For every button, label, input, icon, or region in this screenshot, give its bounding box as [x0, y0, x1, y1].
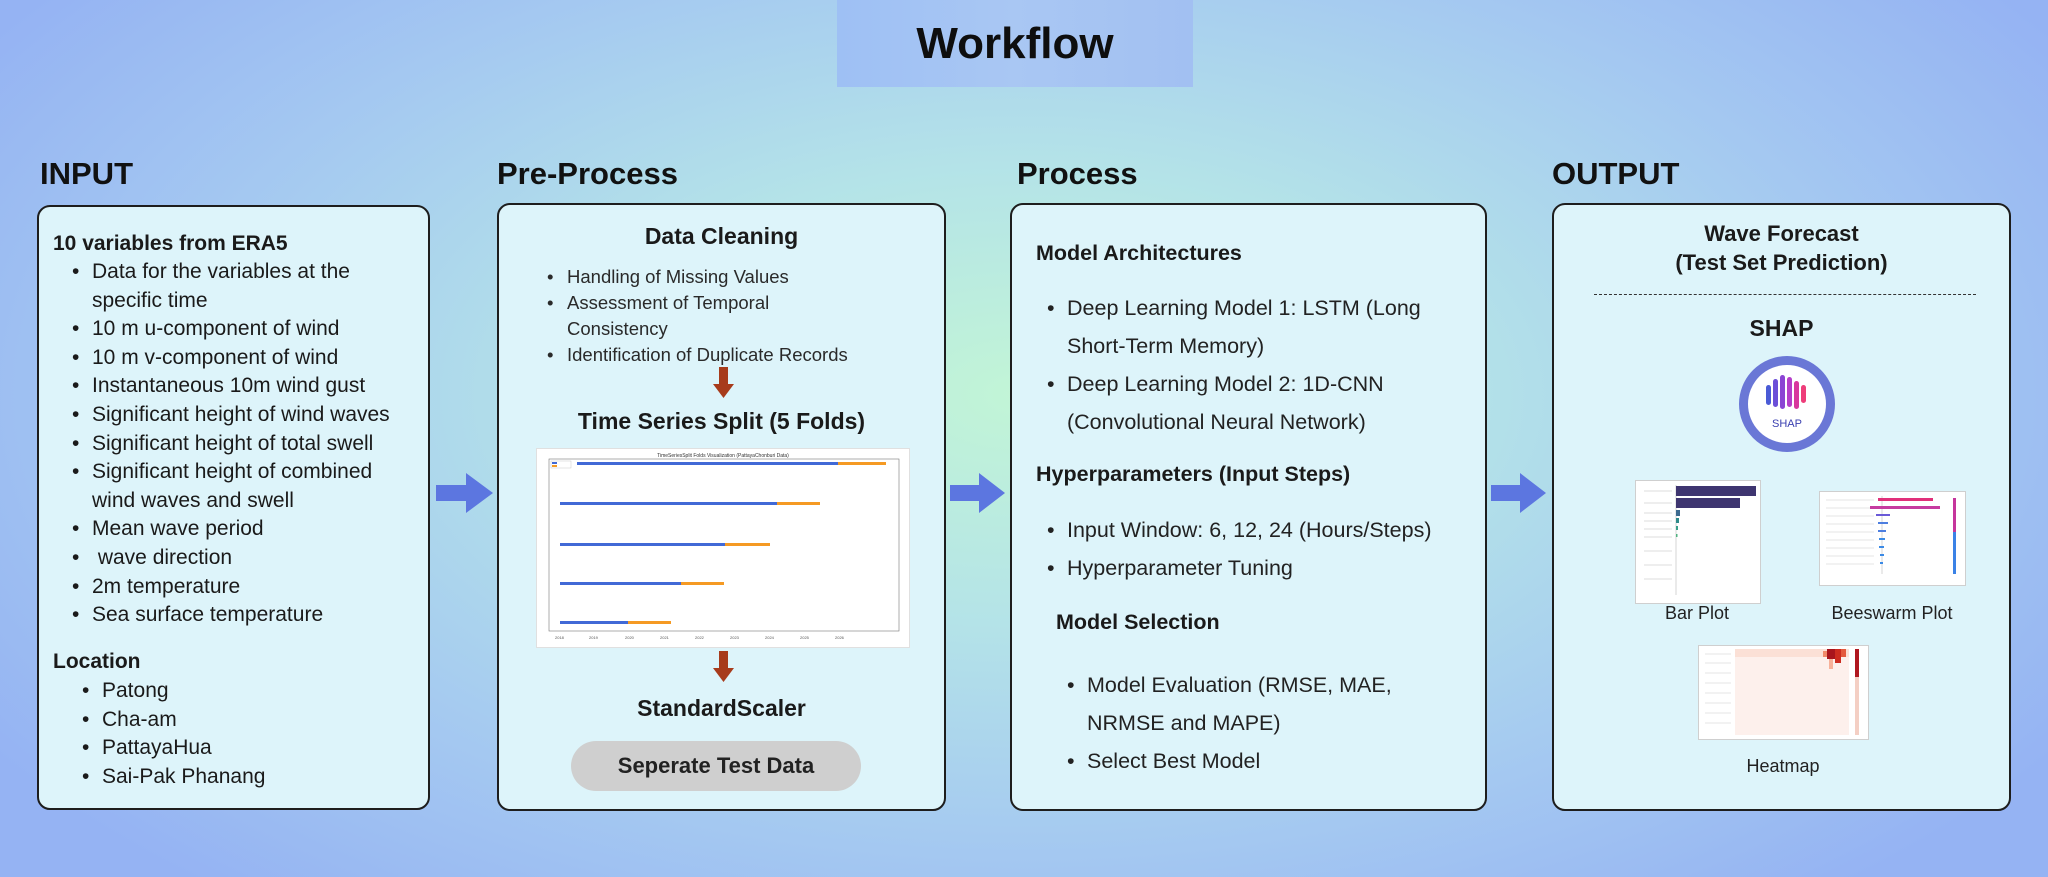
wave-forecast-heading: Wave Forecast — [1704, 221, 1859, 246]
list-item: Assessment of Temporal — [547, 290, 927, 316]
svg-text:2021: 2021 — [660, 635, 670, 640]
chart-title: TimeSeriesSplit Folds Visualization (Pat… — [657, 453, 789, 459]
svg-text:2022: 2022 — [695, 635, 705, 640]
list-item: Sea surface temperature — [72, 601, 432, 630]
list-item: 10 m u-component of wind — [72, 315, 432, 344]
hyperparameters-heading: Hyperparameters (Input Steps) — [1036, 462, 1351, 486]
list-item: Significant height of wind waves — [72, 401, 432, 430]
data-cleaning-heading: Data Cleaning — [644, 223, 799, 249]
list-item: Select Best Model — [1067, 742, 1477, 780]
process-panel: Model Architectures Deep Learning Model … — [1010, 203, 1487, 811]
heatmap-image — [1698, 645, 1869, 740]
list-item-continuation: specific time — [92, 288, 208, 312]
input-stage-title: INPUT — [40, 156, 133, 191]
selection-list: Model Evaluation (RMSE, MAE, NRMSE and M… — [1067, 666, 1477, 780]
location-list: Patong Cha-am PattayaHua Sai-Pak Phanang — [82, 677, 442, 792]
workflow-title-box: Workflow — [837, 0, 1193, 87]
list-item: Deep Learning Model 1: LSTM (Long — [1047, 289, 1477, 327]
location-heading: Location — [53, 650, 141, 673]
architectures-list: Deep Learning Model 1: LSTM (Long Short-… — [1047, 289, 1477, 441]
list-item-continuation: Consistency — [567, 318, 668, 339]
svg-text:2023: 2023 — [730, 635, 740, 640]
variables-list: Data for the variables at the specific t… — [72, 258, 432, 630]
time-series-split-heading: Time Series Split (5 Folds) — [577, 408, 866, 434]
svg-text:2024: 2024 — [765, 635, 775, 640]
svg-text:2019: 2019 — [589, 635, 599, 640]
list-item-continuation: NRMSE and MAPE) — [1087, 711, 1281, 735]
model-selection-heading: Model Selection — [1056, 610, 1220, 634]
page-title: Workflow — [916, 18, 1114, 68]
location-item: Sai-Pak Phanang — [82, 763, 442, 792]
shap-bars-icon: SHAP — [1766, 375, 1806, 430]
list-item: 2m temperature — [72, 573, 432, 602]
bar-plot-image — [1635, 480, 1761, 604]
output-stage-title: OUTPUT — [1552, 156, 1680, 191]
location-item: Patong — [82, 677, 442, 706]
separate-test-data-button: Seperate Test Data — [571, 741, 861, 791]
shap-logo-icon: SHAP — [1739, 356, 1835, 452]
bar-plot-caption: Bar Plot — [1664, 603, 1730, 623]
list-item: Identification of Duplicate Records — [547, 342, 927, 368]
down-arrow-icon — [713, 651, 734, 682]
time-series-split-chart: TimeSeriesSplit Folds Visualization (Pat… — [536, 448, 910, 648]
list-item: Significant height of total swell — [72, 430, 432, 459]
list-item: wave direction — [72, 544, 432, 573]
list-item: Instantaneous 10m wind gust — [72, 372, 432, 401]
right-arrow-icon — [950, 473, 1005, 513]
hyperparameters-list: Input Window: 6, 12, 24 (Hours/Steps) Hy… — [1047, 511, 1477, 587]
model-architectures-heading: Model Architectures — [1036, 241, 1242, 265]
list-item: Mean wave period — [72, 515, 432, 544]
list-item: 10 m v-component of wind — [72, 344, 432, 373]
location-item: PattayaHua — [82, 734, 442, 763]
standard-scaler-heading: StandardScaler — [637, 695, 806, 721]
list-item: Data for the variables at the — [72, 258, 432, 287]
list-item-continuation: wind waves and swell — [92, 488, 294, 512]
svg-text:2020: 2020 — [625, 635, 635, 640]
right-arrow-icon — [436, 473, 493, 513]
svg-text:2026: 2026 — [835, 635, 845, 640]
svg-text:2025: 2025 — [800, 635, 810, 640]
output-panel: Wave Forecast (Test Set Prediction) SHAP… — [1552, 203, 2011, 811]
preprocess-panel: Data Cleaning Handling of Missing Values… — [497, 203, 946, 811]
beeswarm-plot-caption: Beeswarm Plot — [1831, 603, 1953, 623]
fold-bars — [560, 462, 886, 624]
heatmap-caption: Heatmap — [1746, 756, 1820, 776]
process-stage-title: Process — [1017, 156, 1138, 191]
test-set-prediction-heading: (Test Set Prediction) — [1675, 250, 1888, 275]
svg-text:2018: 2018 — [555, 635, 565, 640]
divider — [1594, 294, 1976, 295]
list-item: Input Window: 6, 12, 24 (Hours/Steps) — [1047, 511, 1477, 549]
list-item: Significant height of combined — [72, 458, 432, 487]
list-item: Handling of Missing Values — [547, 264, 927, 290]
list-item: Model Evaluation (RMSE, MAE, — [1067, 666, 1477, 704]
down-arrow-icon — [713, 367, 734, 398]
location-item: Cha-am — [82, 706, 442, 735]
list-item: Hyperparameter Tuning — [1047, 549, 1477, 587]
list-item-continuation: Short-Term Memory) — [1067, 334, 1265, 358]
input-panel: 10 variables from ERA5 Data for the vari… — [37, 205, 430, 810]
shap-logo-text: SHAP — [1772, 418, 1802, 430]
preprocess-stage-title: Pre-Process — [497, 156, 678, 191]
right-arrow-icon — [1491, 473, 1546, 513]
shap-heading: SHAP — [1749, 315, 1814, 341]
cleaning-list: Handling of Missing Values Assessment of… — [547, 264, 927, 368]
list-item-continuation: (Convolutional Neural Network) — [1067, 410, 1366, 434]
era5-variables-heading: 10 variables from ERA5 — [53, 232, 288, 255]
beeswarm-plot-image — [1819, 491, 1966, 586]
list-item: Deep Learning Model 2: 1D-CNN — [1047, 365, 1477, 403]
folds-visualization: TimeSeriesSplit Folds Visualization (Pat… — [548, 453, 900, 640]
